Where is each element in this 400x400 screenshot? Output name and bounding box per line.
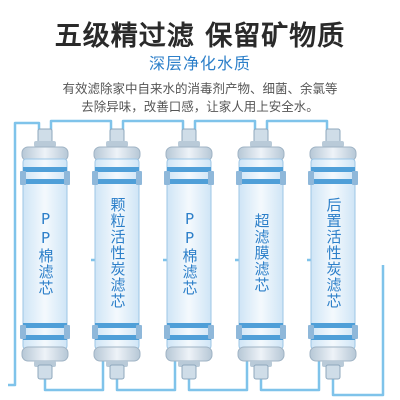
page-subtitle: 深层净化水质 xyxy=(148,54,251,73)
blue-band xyxy=(95,323,139,328)
side-clip xyxy=(280,325,286,339)
blue-band xyxy=(23,167,67,172)
filter-diagram xyxy=(8,119,385,397)
bottom-cap xyxy=(237,346,285,362)
bottom-fitting xyxy=(37,364,53,380)
side-clip xyxy=(164,325,170,339)
side-clip xyxy=(164,171,170,185)
side-clip xyxy=(280,171,286,185)
top-connector-pipe xyxy=(193,119,257,137)
outlet-pipe xyxy=(331,265,385,397)
filter-label: 颗粒活性炭滤芯 xyxy=(108,197,127,309)
side-clip xyxy=(136,171,142,185)
blue-band xyxy=(23,179,67,184)
bottom-cap xyxy=(309,346,357,362)
top-nut xyxy=(322,141,344,147)
blue-band xyxy=(23,323,67,328)
blue-band xyxy=(311,335,355,340)
filter-cartridge xyxy=(20,128,70,380)
bottom-fitting xyxy=(109,364,125,380)
side-clip xyxy=(208,171,214,185)
side-clip xyxy=(20,325,26,339)
blue-band xyxy=(239,323,283,328)
blue-band xyxy=(23,335,67,340)
bottom-fitting xyxy=(325,364,341,380)
blue-band xyxy=(95,167,139,172)
side-clip xyxy=(308,325,314,339)
inlet-pipe xyxy=(8,121,41,387)
blue-band xyxy=(239,167,283,172)
blue-band xyxy=(167,167,211,172)
top-connector-pipe xyxy=(121,119,185,137)
blue-band xyxy=(311,323,355,328)
bottom-cap xyxy=(21,346,69,362)
top-nut xyxy=(106,141,128,147)
bottom-cap xyxy=(165,346,213,362)
side-clip xyxy=(352,171,358,185)
side-clip xyxy=(352,325,358,339)
side-clip xyxy=(136,325,142,339)
blue-band xyxy=(239,335,283,340)
filter-label: 后置活性炭滤芯 xyxy=(324,197,343,309)
top-connector-pipe xyxy=(265,119,329,137)
side-clip xyxy=(20,171,26,185)
top-fitting xyxy=(253,128,269,144)
bottom-fitting xyxy=(253,364,269,380)
side-clip xyxy=(236,171,242,185)
blue-band xyxy=(239,179,283,184)
side-clip xyxy=(308,171,314,185)
side-clip xyxy=(92,325,98,339)
filter-label: PP棉滤芯 xyxy=(36,210,55,296)
page-title: 五级精过滤 保留矿物质 xyxy=(54,21,346,52)
side-clip xyxy=(64,171,70,185)
description-line-2: 去除异味，改善口感，让家人用上安全水。 xyxy=(81,99,319,114)
filter-cartridge xyxy=(308,128,358,380)
blue-band xyxy=(167,323,211,328)
bottom-fitting xyxy=(181,364,197,380)
side-clip xyxy=(92,171,98,185)
description-line-1: 有效滤除家中自来水的消毒剂产物、细菌、余氯等 xyxy=(62,81,338,96)
top-nut xyxy=(34,141,56,147)
filter-label: PP棉滤芯 xyxy=(180,210,199,296)
side-clip xyxy=(236,325,242,339)
filter-cartridge xyxy=(92,128,142,380)
blue-band xyxy=(167,179,211,184)
top-fitting xyxy=(181,128,197,144)
side-clip xyxy=(64,325,70,339)
top-connector-pipe xyxy=(49,119,113,137)
bottom-cap xyxy=(93,346,141,362)
top-nut xyxy=(250,141,272,147)
filter-cartridge xyxy=(164,128,214,380)
blue-band xyxy=(311,179,355,184)
filter-label: 超滤膜滤芯 xyxy=(252,213,271,293)
top-fitting xyxy=(325,128,341,144)
blue-band xyxy=(167,335,211,340)
top-fitting xyxy=(37,128,53,144)
top-fitting xyxy=(109,128,125,144)
blue-band xyxy=(311,167,355,172)
blue-band xyxy=(95,179,139,184)
side-clip xyxy=(208,325,214,339)
filter-cartridge xyxy=(236,128,286,380)
blue-band xyxy=(95,335,139,340)
top-nut xyxy=(178,141,200,147)
